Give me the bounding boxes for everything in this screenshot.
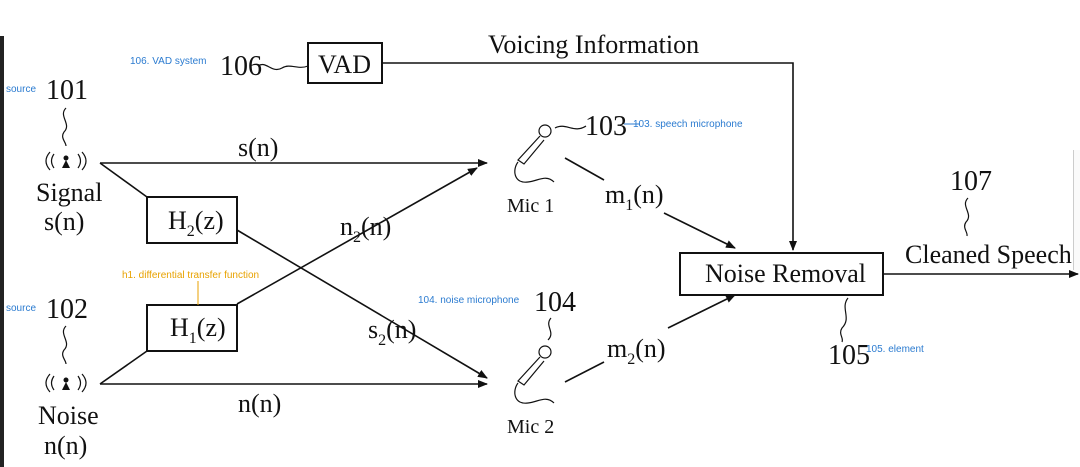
voicing-information-label: Voicing Information [488, 30, 699, 59]
ref-107: 107 [950, 166, 992, 197]
vad-label: VAD [318, 50, 371, 79]
m2-arrow [667, 294, 736, 329]
mic1-label: Mic 1 [507, 195, 554, 217]
cleaned-speech-label: Cleaned Speech [905, 240, 1072, 269]
voicing-arrow [382, 62, 797, 251]
right-edge-panel [1073, 150, 1080, 270]
noise-to-h1-line [99, 350, 148, 385]
leader-103 [554, 125, 587, 130]
ref-102: 102 [46, 294, 88, 325]
mic2-icon [514, 345, 555, 404]
signal-to-h2-line [99, 162, 148, 198]
h2-label: H2(z) [168, 206, 224, 240]
sn-label: s(n) [238, 133, 278, 162]
mic1-icon [514, 124, 555, 183]
nn-label: n(n) [238, 389, 281, 418]
h2-block [146, 196, 238, 244]
m2-label: m2(n) [607, 334, 666, 368]
leader-102 [62, 325, 68, 365]
ref-105: 105 [828, 340, 870, 371]
n2-label: n2(n) [340, 212, 391, 246]
ref-104: 104 [534, 287, 576, 318]
leader-104 [547, 317, 552, 341]
leader-107 [964, 197, 970, 237]
m1-arrow [663, 212, 736, 249]
noise-label-line1: Noise [38, 401, 99, 430]
annotation-103: 103. speech microphone [633, 119, 743, 130]
s2-to-mic2-arrow [236, 229, 488, 379]
annotation-h1: h1. differential transfer function [122, 270, 259, 281]
noise-removal-block [679, 252, 884, 296]
m1-label: m1(n) [605, 180, 664, 214]
mic2-label: Mic 2 [507, 416, 554, 438]
signal-label-line1: Signal [36, 178, 102, 207]
ref-103: 103 [585, 111, 627, 142]
mic1-output-line [564, 157, 605, 181]
leader-105 [839, 297, 849, 343]
ref-106: 106 [220, 51, 262, 82]
annotation-101: source [6, 84, 36, 95]
leader-101 [62, 107, 68, 147]
left-edge-bar [0, 36, 4, 467]
s2-label: s2(n) [368, 315, 416, 349]
ref-101: 101 [46, 75, 88, 106]
annotation-102: source [6, 303, 36, 314]
signal-source-icon [45, 151, 87, 171]
n2-to-mic1-arrow [236, 167, 478, 305]
annotation-104: 104. noise microphone [418, 295, 520, 306]
noise-removal-label: Noise Removal [705, 259, 866, 288]
annotation-105: 105. element [866, 344, 924, 355]
leader-106 [257, 64, 309, 70]
noise-source-icon [45, 373, 87, 393]
h1-label: H1(z) [170, 313, 226, 347]
h1-block [146, 304, 238, 352]
annotation-106: 106. VAD system [130, 56, 207, 67]
noise-label-line2: n(n) [44, 431, 87, 460]
signal-label-line2: s(n) [44, 207, 84, 236]
mic2-output-line [564, 361, 605, 383]
